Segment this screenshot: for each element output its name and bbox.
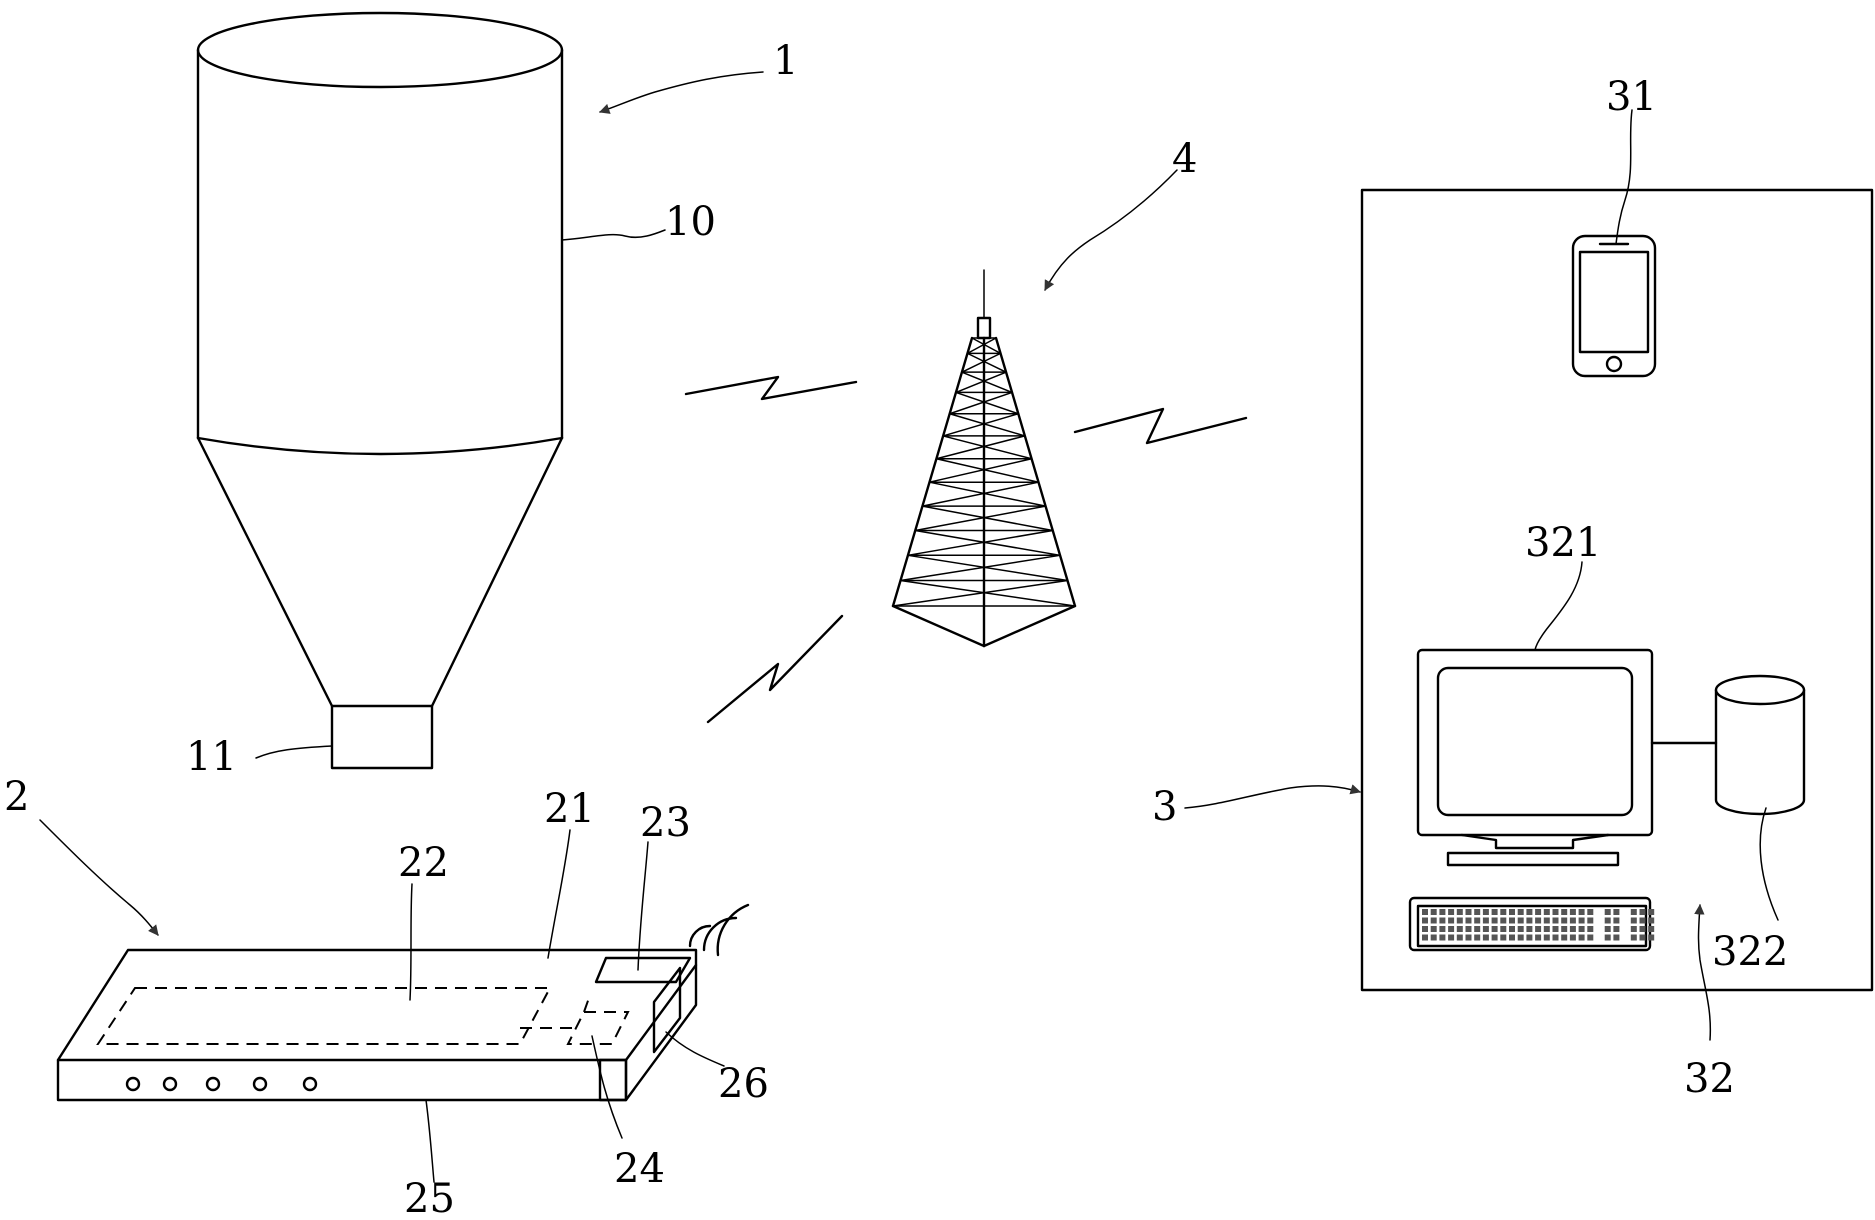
device-body: [56, 948, 698, 1062]
silo-cone-left: [196, 436, 334, 708]
device-led-3: [205, 1076, 221, 1092]
signal-sensor-tower: [706, 614, 844, 724]
database-cylinder: [1714, 674, 1806, 816]
label-system: 1: [773, 38, 798, 84]
label-database: 322: [1712, 929, 1788, 975]
label-outlet: 11: [186, 734, 237, 780]
label-device: 2: [4, 774, 29, 820]
leader-computer-system: [1694, 903, 1712, 1041]
leader-monitor: [1534, 561, 1583, 651]
device-led-5: [302, 1076, 318, 1092]
device-led-4: [252, 1076, 268, 1092]
device-led-1: [125, 1076, 141, 1092]
label-24: 24: [614, 1146, 665, 1192]
label-26: 26: [718, 1061, 769, 1107]
leader-system: [599, 71, 764, 114]
silo-band: [196, 436, 564, 456]
label-computer-system: 32: [1684, 1056, 1735, 1102]
silo-outlet: [330, 704, 434, 770]
component-23: [594, 956, 692, 984]
region-22: [96, 987, 552, 1045]
leader-network: [1044, 169, 1178, 291]
keyboard-keys: [1422, 909, 1655, 941]
wifi-icon: [688, 924, 712, 948]
mobile-phone: [1571, 234, 1657, 378]
label-monitoring: 3: [1152, 784, 1177, 830]
label-23: 23: [640, 800, 691, 846]
signal-silo-tower: [684, 375, 858, 401]
label-25: 25: [404, 1176, 455, 1220]
label-silo: 10: [665, 199, 716, 245]
label-21: 21: [544, 786, 595, 832]
device-led-2: [162, 1076, 178, 1092]
leader-database: [1759, 807, 1779, 921]
label-mobile: 31: [1606, 74, 1657, 120]
silo-cone-right: [430, 436, 564, 708]
network-tower: [891, 269, 1077, 648]
leader-monitoring: [1184, 784, 1362, 809]
sensing-device: [56, 903, 750, 1102]
computer-monitor: [1416, 648, 1654, 867]
leader-outlet: [255, 745, 333, 759]
tower-lattice: [892, 337, 1076, 607]
leader-mobile: [1615, 109, 1633, 245]
leader-silo: [561, 229, 666, 241]
side-panel-26: [652, 966, 682, 1054]
component-24: [566, 1011, 630, 1045]
silo-top: [196, 11, 564, 89]
device-side-panel: [598, 1058, 628, 1102]
label-22: 22: [398, 840, 449, 886]
keyboard: [1408, 896, 1655, 952]
leader-device: [39, 819, 159, 936]
monitoring-enclosure: [1360, 188, 1874, 992]
label-monitor: 321: [1525, 520, 1601, 566]
signal-tower-monitor: [1073, 407, 1248, 445]
silo: [196, 11, 564, 770]
label-network: 4: [1172, 136, 1197, 182]
